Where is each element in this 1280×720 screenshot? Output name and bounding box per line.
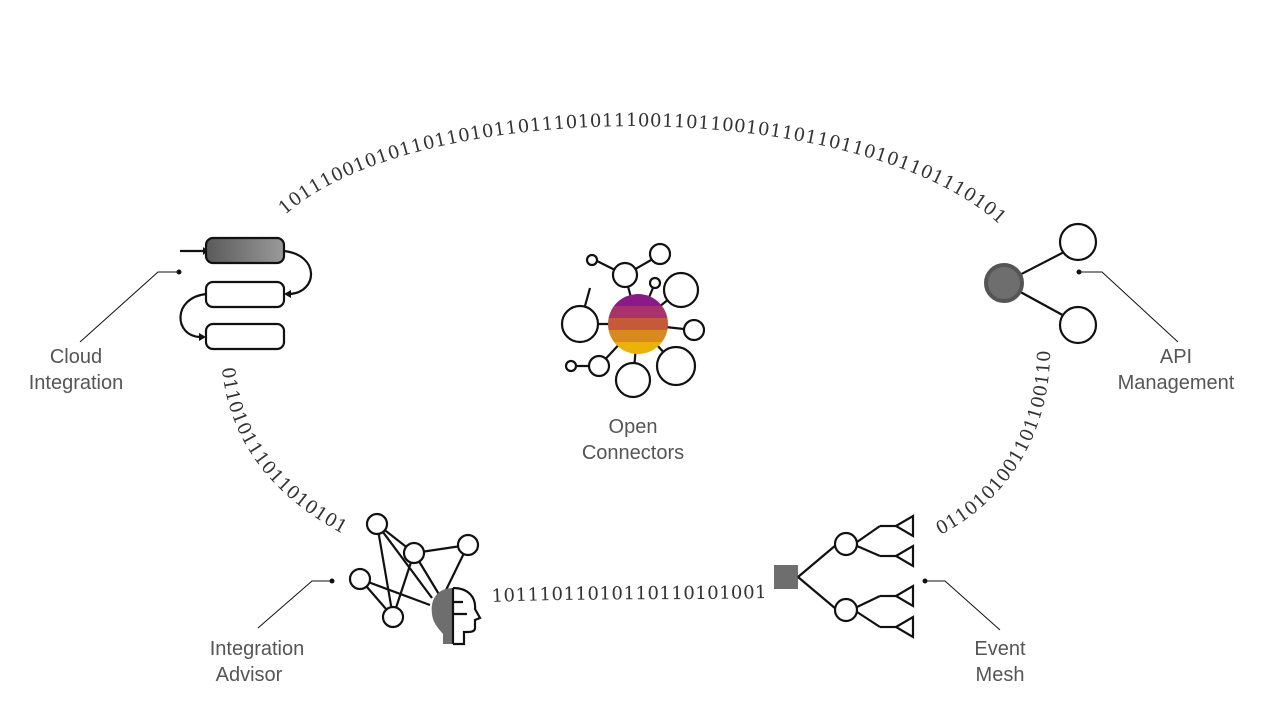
- connector-hub-icon: [560, 242, 706, 399]
- cloud-integration-leader: [79, 269, 182, 343]
- binary-arc-right: 01101010011011001101010: [0, 0, 1055, 539]
- api-management-label-line2: Management: [1118, 372, 1235, 394]
- binary-arc-top-text: 1011100101011011010110111010111001101100…: [0, 0, 1010, 229]
- binary-arc-left-text: 01101011101101010110110: [0, 0, 351, 539]
- api-management-label-line1: API: [1160, 346, 1192, 368]
- ai-network-head-icon: [348, 512, 482, 646]
- api-management-component[interactable]: API Management: [984, 222, 1235, 394]
- integration-advisor-component[interactable]: Integration Advisor: [210, 512, 482, 686]
- event-mesh-component[interactable]: Event Mesh: [774, 514, 1026, 686]
- cloud-integration-label-line1: Cloud: [50, 346, 102, 368]
- open-connectors-label-line1: Open: [609, 416, 658, 438]
- event-tree-icon: [774, 514, 915, 639]
- api-management-leader: [1076, 269, 1179, 343]
- api-branch-icon: [984, 222, 1098, 345]
- binary-arc-top: 1011100101011011010110111010111001101100…: [0, 0, 1011, 229]
- binary-arc-left: 01101011101101010110110: [0, 0, 351, 539]
- cloud-integration-label-line2: Integration: [29, 372, 124, 394]
- integration-advisor-leader: [257, 578, 335, 629]
- connector-hub-core: [608, 294, 668, 354]
- binary-arc-right-text: 01101010011011001101010: [0, 0, 1055, 539]
- integration-advisor-label-line1: Integration: [210, 638, 305, 660]
- open-connectors-label-line2: Connectors: [582, 442, 684, 464]
- open-connectors-component[interactable]: Open Connectors: [560, 242, 706, 464]
- event-mesh-label-line2: Mesh: [976, 664, 1025, 686]
- event-mesh-label-line1: Event: [974, 638, 1026, 660]
- process-flow-icon: [179, 236, 313, 351]
- integration-advisor-label-line2: Advisor: [216, 664, 283, 686]
- event-mesh-leader: [922, 578, 1001, 631]
- cloud-integration-component[interactable]: Cloud Integration: [29, 236, 313, 394]
